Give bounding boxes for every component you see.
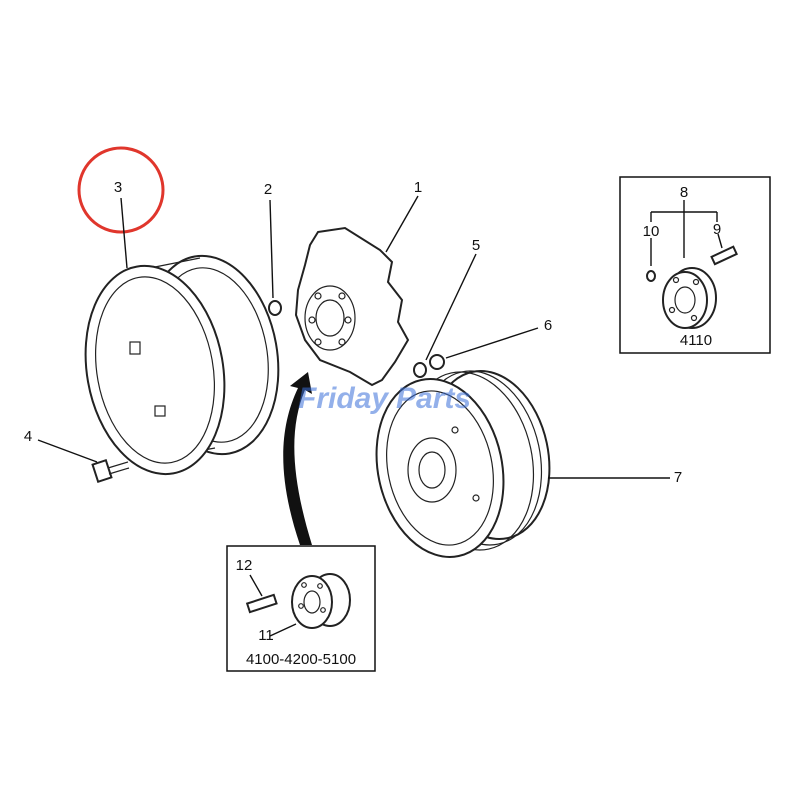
callout-9: 9 xyxy=(713,221,721,238)
callout-11: 11 xyxy=(258,627,274,644)
part-1-center-disc xyxy=(294,226,410,387)
inset-4100-hub xyxy=(245,573,351,629)
callout-10: 10 xyxy=(643,223,660,240)
inset-4110-caption: 4110 xyxy=(680,332,712,349)
callout-12: 12 xyxy=(236,557,253,574)
inset-4100-caption: 4100-4200-5100 xyxy=(246,651,356,668)
part-5-nut xyxy=(413,362,427,378)
callout-8: 8 xyxy=(680,184,688,201)
callout-2: 2 xyxy=(264,181,272,198)
part-3-rim xyxy=(84,254,280,476)
callout-6: 6 xyxy=(544,317,552,334)
part-6-nut xyxy=(429,354,445,370)
part-4-bolt xyxy=(91,459,130,483)
inset-arrow xyxy=(283,372,312,545)
callout-1: 1 xyxy=(414,179,422,196)
inset-4110-hub xyxy=(646,245,738,329)
callout-7: 7 xyxy=(674,469,682,486)
callout-5: 5 xyxy=(472,237,480,254)
part-2-nut xyxy=(268,300,282,316)
highlight-circle xyxy=(77,146,165,234)
callout-3: 3 xyxy=(114,179,122,196)
callout-4: 4 xyxy=(24,428,32,445)
part-7-wheel xyxy=(375,369,551,558)
